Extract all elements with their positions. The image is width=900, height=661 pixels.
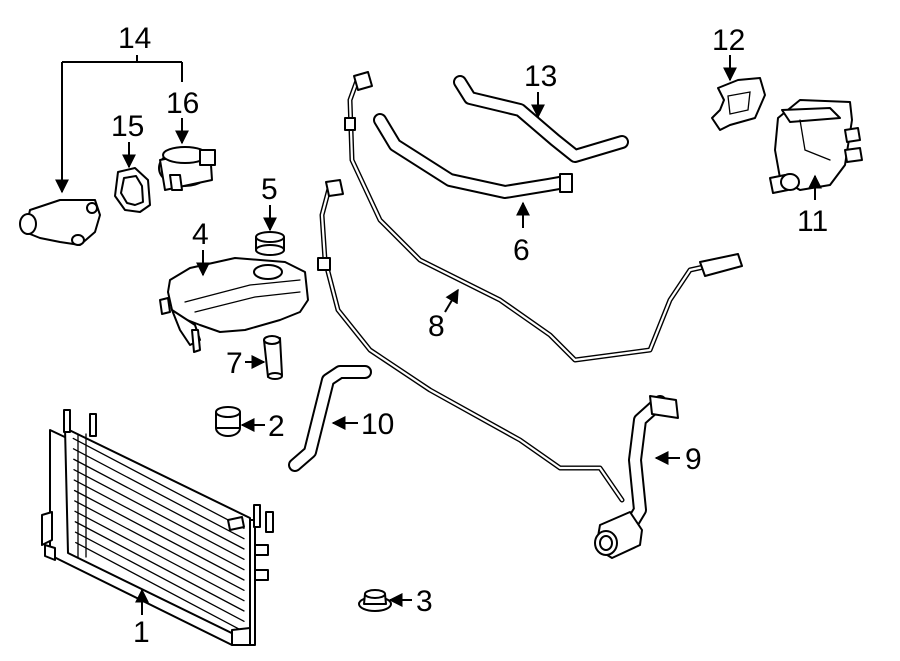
radiator-fin (72, 448, 245, 540)
callout-labels: 1 2 3 4 5 6 7 8 9 10 11 12 13 14 15 16 (111, 22, 828, 649)
radiator-fin (73, 469, 245, 560)
callout-14: 14 (118, 22, 151, 55)
hose-connector (263, 335, 283, 380)
radiator-fin (72, 437, 245, 529)
housing-gasket (711, 77, 766, 131)
callout-15: 15 (111, 110, 144, 143)
callout-2: 2 (268, 410, 285, 443)
coolant-reservoir (159, 257, 309, 353)
callout-8: 8 (428, 310, 445, 343)
radiator-fin (73, 458, 245, 550)
callout-9: 9 (685, 443, 702, 476)
radiator-fin (75, 541, 245, 633)
callout-1: 1 (133, 616, 150, 649)
radiator-fin (73, 479, 245, 571)
thermostat-housing (769, 99, 863, 194)
callout-10: 10 (361, 408, 394, 441)
radiator-fin (74, 500, 245, 591)
overflow-hose (288, 365, 372, 472)
heater-tube-lower (317, 179, 625, 503)
bypass-hose (453, 75, 629, 163)
callout-16: 16 (166, 87, 199, 120)
radiator-fin (74, 510, 245, 602)
callout-12: 12 (712, 24, 745, 57)
radiator-mount-bushing-lower (358, 589, 392, 612)
heater-hose-upper (373, 113, 573, 199)
callout-3: 3 (416, 585, 433, 618)
callout-4: 4 (192, 218, 209, 251)
heater-tube-long (344, 71, 743, 363)
callout-5: 5 (261, 173, 278, 206)
reservoir-cap (255, 231, 285, 256)
callout-13: 13 (524, 60, 557, 93)
thermostat (158, 146, 216, 191)
radiator-mount-bushing-upper (215, 406, 241, 437)
leader-lines (55, 55, 822, 615)
radiator (41, 409, 274, 646)
callout-6: 6 (513, 234, 530, 267)
callout-7: 7 (226, 347, 243, 380)
radiator-hose-lower (594, 395, 679, 559)
callout-11: 11 (797, 205, 828, 238)
radiator-fin (74, 521, 245, 612)
radiator-fin (74, 531, 245, 622)
radiator-fin (73, 489, 245, 581)
thermostat-seal (114, 167, 151, 213)
water-outlet (19, 199, 101, 246)
